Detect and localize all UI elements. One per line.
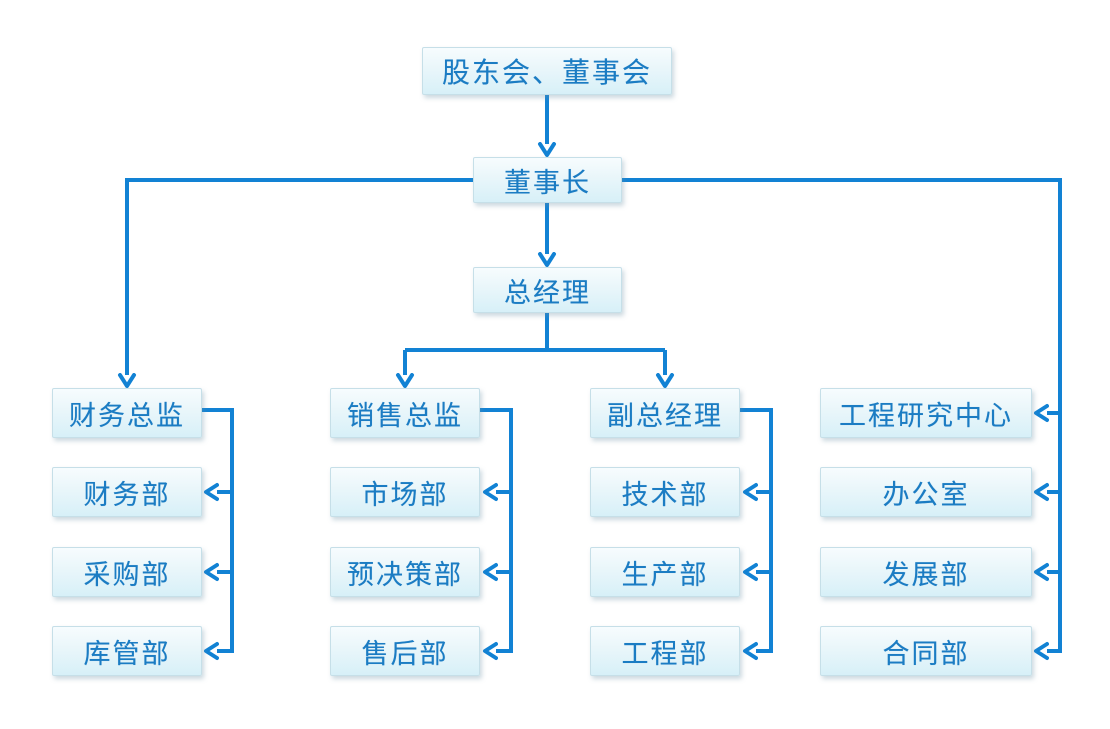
- node-warehouse-dept: 库管部: [52, 626, 202, 676]
- node-technology-dept: 技术部: [590, 467, 740, 517]
- node-purchasing-dept: 采购部: [52, 547, 202, 597]
- node-engineering-research-center: 工程研究中心: [820, 388, 1032, 438]
- node-engineering-dept: 工程部: [590, 626, 740, 676]
- node-development-dept: 发展部: [820, 547, 1032, 597]
- node-finance-director: 财务总监: [52, 388, 202, 438]
- node-shareholders-board: 股东会、董事会: [422, 47, 672, 95]
- node-marketing-dept: 市场部: [330, 467, 480, 517]
- node-deputy-general-manager: 副总经理: [590, 388, 740, 438]
- node-production-dept: 生产部: [590, 547, 740, 597]
- node-budget-decision-dept: 预决策部: [330, 547, 480, 597]
- node-sales-director: 销售总监: [330, 388, 480, 438]
- node-office: 办公室: [820, 467, 1032, 517]
- node-finance-dept: 财务部: [52, 467, 202, 517]
- node-after-sales-dept: 售后部: [330, 626, 480, 676]
- node-chairman: 董事长: [473, 157, 622, 203]
- node-contract-dept: 合同部: [820, 626, 1032, 676]
- node-general-manager: 总经理: [473, 267, 622, 313]
